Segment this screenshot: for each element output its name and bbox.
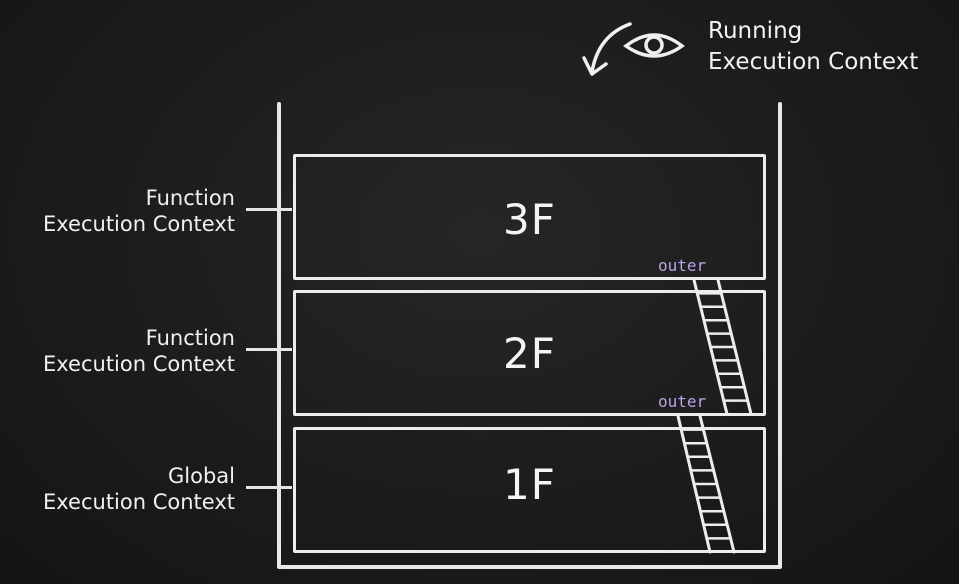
context-name: Execution Context [43,212,235,236]
stack-left-wall [277,102,281,568]
floor-1f-connector [246,486,292,489]
context-name: Execution Context [43,490,235,514]
floor-3f-connector [246,208,292,211]
running-line-1: Running [708,18,803,44]
floor-1f-context-label: Global Execution Context [43,463,235,515]
outer-tag-3f: outer [658,256,707,275]
running-line-2: Execution Context [708,49,919,75]
stack-right-wall [778,102,782,568]
floor-2f-label: 2F [503,329,556,378]
floor-2f-connector [246,348,292,351]
outer-tag-2f: outer [658,392,707,411]
floor-1f-label: 1F [503,460,556,509]
curved-arrow-icon [582,22,632,76]
floor-2f-context-label: Function Execution Context [43,325,235,377]
floor-3f-context-label: Function Execution Context [43,185,235,237]
context-type: Function [145,326,235,350]
floor-1f-box: 1F [293,427,766,553]
running-execution-context-label: Running Execution Context [708,16,918,78]
floor-3f-label: 3F [503,195,556,244]
context-name: Execution Context [43,352,235,376]
floor-2f-box: 2F [293,290,766,416]
floor-3f-box: 3F [293,154,766,280]
context-type: Global [168,464,235,488]
stack-bottom [277,565,782,569]
context-type: Function [145,186,235,210]
eye-icon [623,33,685,58]
ladder-2f-to-1f [676,414,736,554]
ladder-3f-to-2f [692,278,753,416]
